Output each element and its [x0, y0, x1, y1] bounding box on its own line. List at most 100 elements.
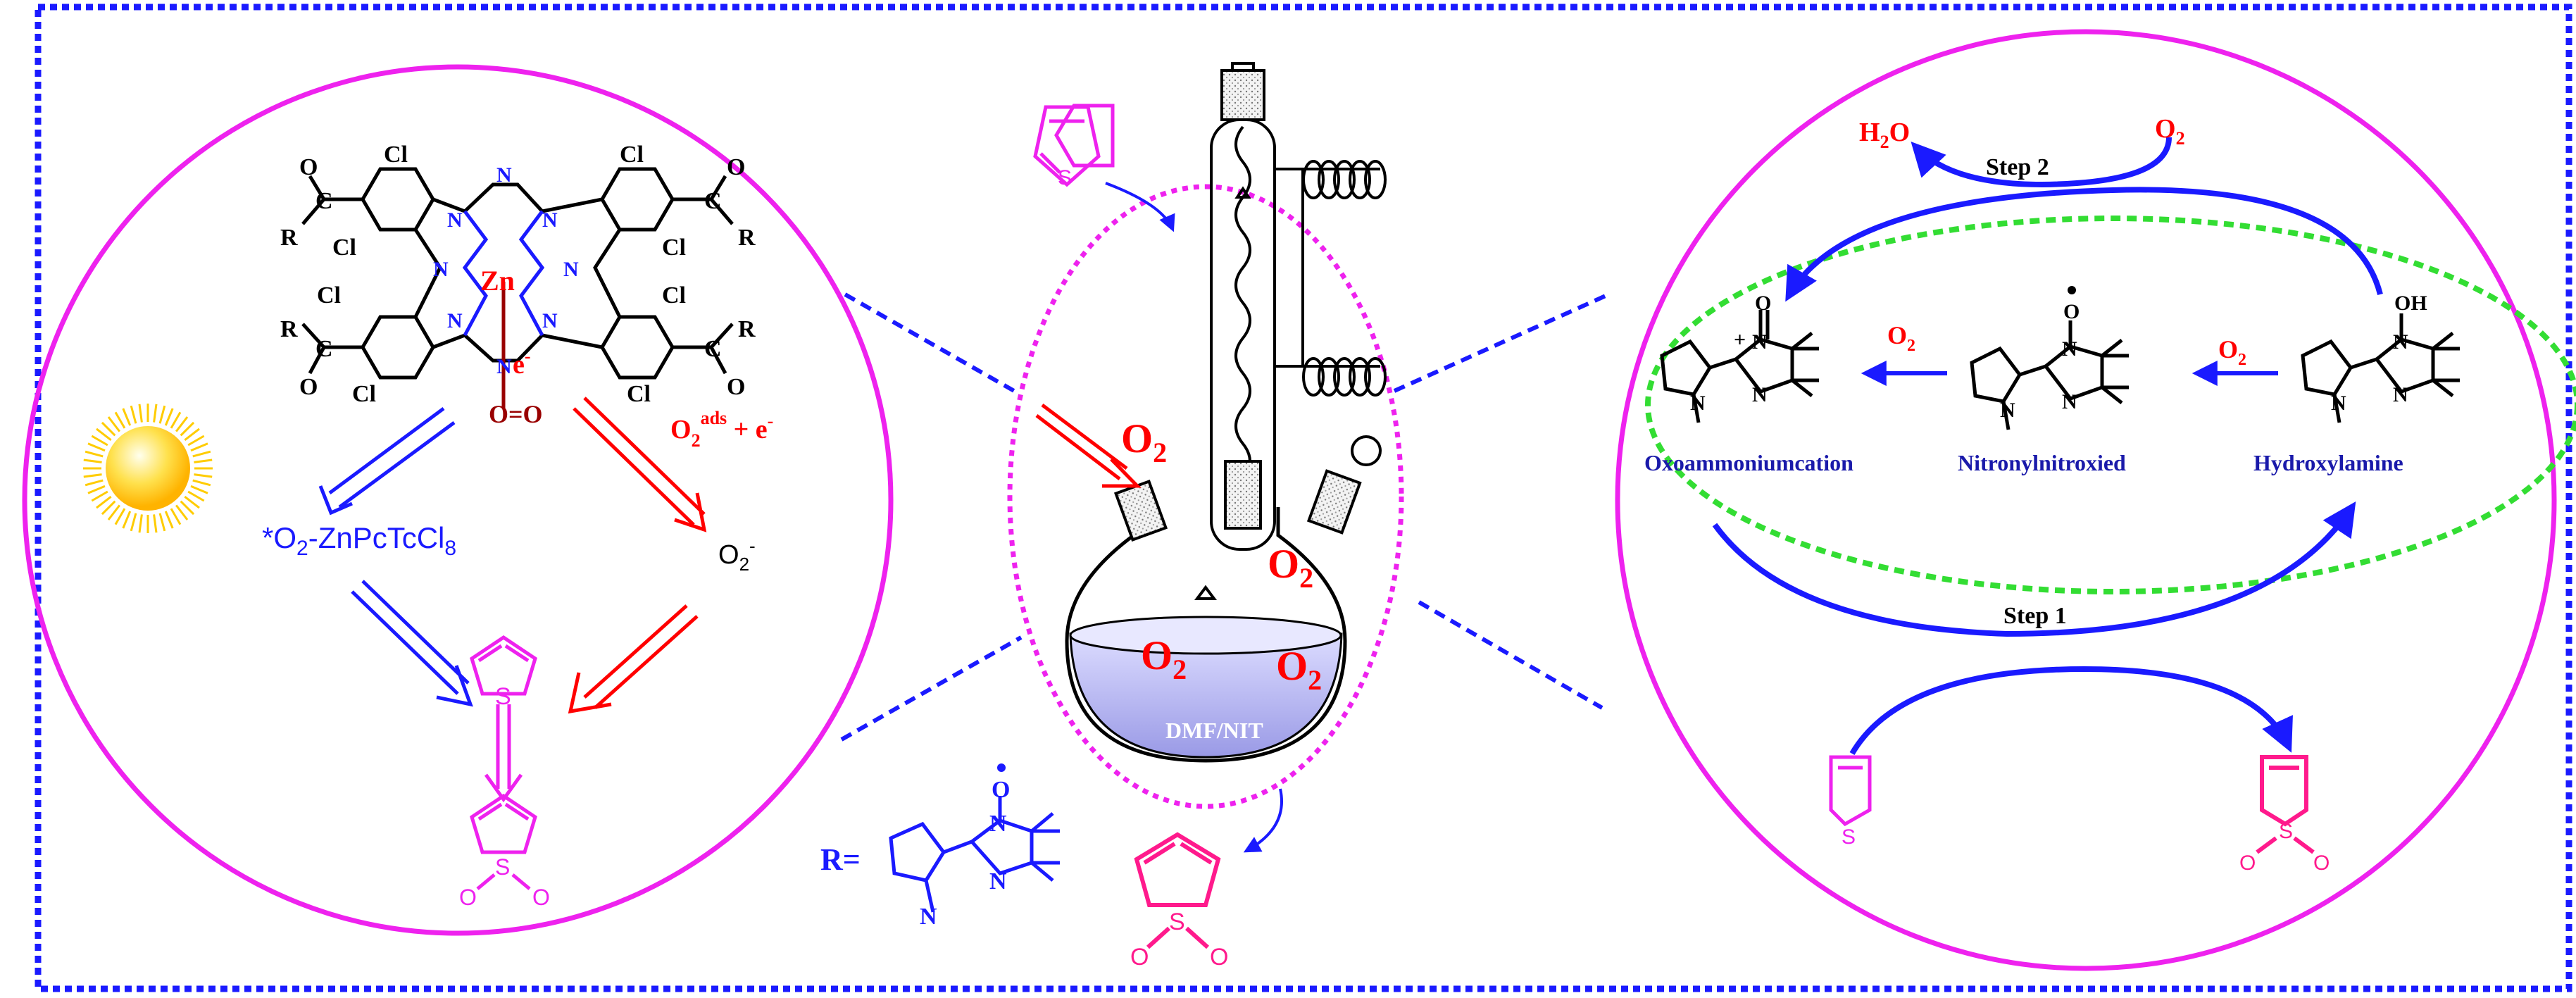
- sun-ray: [83, 473, 102, 478]
- o2-top-label: O2: [2155, 114, 2185, 149]
- coil-loop: [1302, 357, 1325, 397]
- right-sulfone-icon: [2256, 755, 2315, 854]
- r-o-label: O: [992, 777, 1010, 803]
- thiophene-icon: [470, 635, 537, 696]
- coil-loop: [1302, 160, 1325, 199]
- n-label-8: N: [496, 355, 512, 378]
- sun-ray: [170, 411, 182, 429]
- step1-arc-left: [1712, 501, 2356, 637]
- sun-ray: [101, 500, 116, 516]
- sun-ray: [192, 479, 211, 487]
- left-circle: [22, 64, 894, 936]
- center-sulfone-s: S: [1169, 909, 1185, 935]
- sun-ray: [164, 511, 174, 529]
- sun-ray: [194, 459, 213, 463]
- oxo-n-label-2: N: [1752, 330, 1768, 354]
- center-ellipse: [1007, 184, 1404, 809]
- hyd-n-label-2: N: [2393, 330, 2408, 354]
- connector-lines: [840, 292, 1607, 742]
- sun-ray: [138, 514, 143, 533]
- three-neck-flask-icon: [1065, 435, 1382, 763]
- sun-icon: [83, 404, 213, 533]
- hyd-n-label-3: N: [2393, 383, 2408, 406]
- sun-ray: [130, 405, 137, 424]
- sulfone-icon: [470, 793, 537, 890]
- sun-ray: [107, 416, 121, 432]
- coil-loop: [1349, 160, 1371, 199]
- n-label-3: N: [542, 208, 558, 232]
- center-sulfone-o-1: O: [1130, 944, 1149, 971]
- sun-ray: [153, 404, 158, 423]
- oxo-o-label: O: [1755, 292, 1771, 315]
- complex-label: *O2-ZnPcTcCl8: [262, 521, 456, 560]
- oxo-n-label-3: N: [1752, 383, 1768, 406]
- sulfone-s-label: S: [495, 854, 510, 880]
- o2-mid-right-label: O2: [2218, 335, 2246, 369]
- coil-loop: [1364, 357, 1387, 397]
- right-thiophene-s: S: [1842, 825, 1856, 849]
- center-sulfone-o-2: O: [1210, 944, 1228, 971]
- c-label-4: C: [704, 336, 722, 362]
- n-label-7: N: [542, 309, 558, 332]
- nit-n-label-2: N: [2062, 337, 2077, 361]
- sun-ray: [158, 513, 166, 532]
- sun-ray: [184, 428, 200, 442]
- solvent-label: DMF/NIT: [1165, 718, 1263, 743]
- step1-label: Step 1: [2003, 603, 2067, 629]
- o-label-2: O: [727, 154, 745, 180]
- sun-ray: [138, 404, 143, 423]
- sun-ray: [170, 508, 182, 525]
- sun-ray: [101, 421, 116, 437]
- o2-mid-left-label: O2: [1887, 321, 1915, 355]
- step2-arc: [1911, 137, 2172, 188]
- right-sulfone-o-1: O: [2239, 852, 2256, 875]
- sun-ray: [122, 408, 132, 426]
- zn-label: Zn: [480, 265, 515, 297]
- o-label-4: O: [727, 374, 745, 400]
- cl-label-3: Cl: [332, 235, 356, 261]
- sun-ray: [158, 405, 166, 424]
- sun-ray: [164, 408, 174, 426]
- sun-ray: [83, 459, 102, 463]
- o-label-1: O: [299, 154, 318, 180]
- thiophene-s-label: S: [495, 683, 511, 710]
- r-n-label-1: N: [920, 904, 937, 930]
- sun-ray: [184, 495, 200, 509]
- sun-ray: [114, 411, 126, 429]
- sun-ray: [180, 500, 195, 516]
- sun-ray: [190, 485, 208, 494]
- coil-loop: [1349, 357, 1371, 397]
- step2-label: Step 2: [1986, 154, 2049, 180]
- cl-label-5: Cl: [317, 282, 341, 308]
- step1-arc-thiophene: [1849, 666, 2293, 756]
- sun-ray: [175, 504, 189, 520]
- right-circle: [1615, 29, 2557, 971]
- o2-liquid-left-label: O2: [1141, 632, 1187, 685]
- sun-ray: [87, 485, 106, 494]
- cl-label-2: Cl: [620, 142, 644, 168]
- o2-ads-label: O2ads + e-: [670, 408, 773, 451]
- sun-ray: [91, 490, 108, 502]
- outer-frame: [35, 4, 2572, 992]
- cl-label-6: Cl: [662, 282, 686, 308]
- sun-ray: [107, 504, 121, 520]
- r-label-2: R: [738, 225, 756, 251]
- oxo-plus-label: +: [1734, 328, 1746, 351]
- n-label-4: N: [433, 258, 449, 281]
- h2o-label: H2O: [1859, 118, 1910, 152]
- sun-ray: [175, 416, 189, 432]
- species-label-oxoammonium: Oxoammoniumcation: [1644, 450, 1853, 475]
- cl-label-8: Cl: [627, 381, 651, 407]
- species-label-hydroxylamine: Hydroxylamine: [2253, 450, 2403, 475]
- center-thiophene-s: S: [1058, 166, 1072, 189]
- o2-inlet-arrow: [1035, 404, 1142, 488]
- bound-o2-label: O=O: [489, 400, 543, 428]
- coil-loop: [1333, 357, 1356, 397]
- o2-inlet-label: O2: [1121, 416, 1167, 468]
- sun-ray: [122, 511, 132, 529]
- right-panel: H2O O2 Step 2 Step 1 O2 O2: [1615, 29, 2576, 971]
- o-label-3: O: [299, 374, 318, 400]
- reflux-condenser-icon: [1210, 62, 1304, 551]
- o2-liquid-right-label: O2: [1276, 643, 1322, 696]
